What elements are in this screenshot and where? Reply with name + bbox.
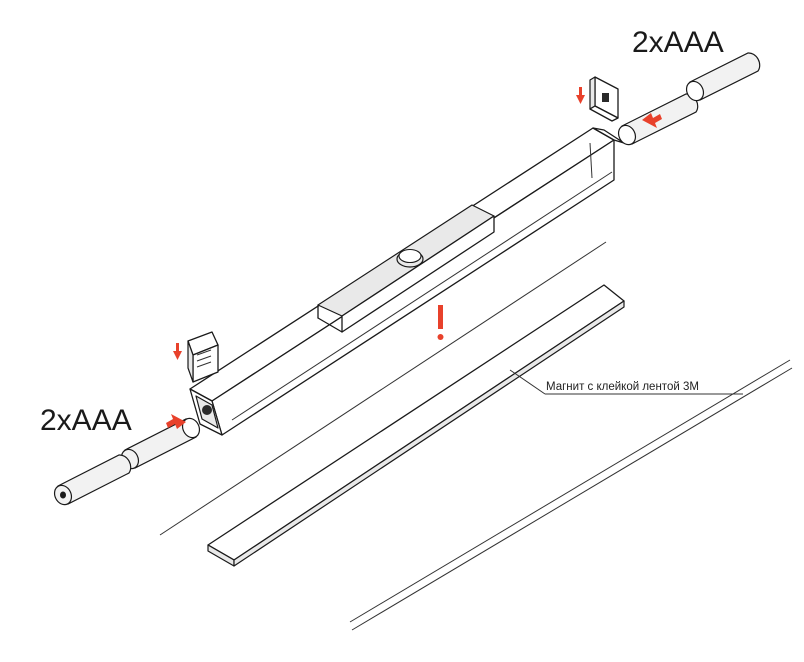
battery-right-arrow [642,113,662,128]
end-cap-left [187,331,219,383]
battery-right-2 [685,52,761,102]
sensor-housing [189,127,625,436]
magnet-strip [207,284,625,567]
end-cap-left-arrow [173,343,182,360]
battery-label-top: 2xAAA [632,26,724,59]
mounting-surface-lines [159,241,793,631]
end-cap-right [589,76,619,122]
magnet-label: Магнит с клейкой лентой 3M [546,381,699,393]
battery-left-arrow [166,414,186,429]
sensor-button [396,248,424,268]
battery-left-2 [53,454,132,506]
battery-label-left: 2xAAA [40,404,132,437]
end-cap-right-arrow [576,87,585,104]
magnet-leader [509,369,743,395]
insert-arrow-center [437,305,444,340]
